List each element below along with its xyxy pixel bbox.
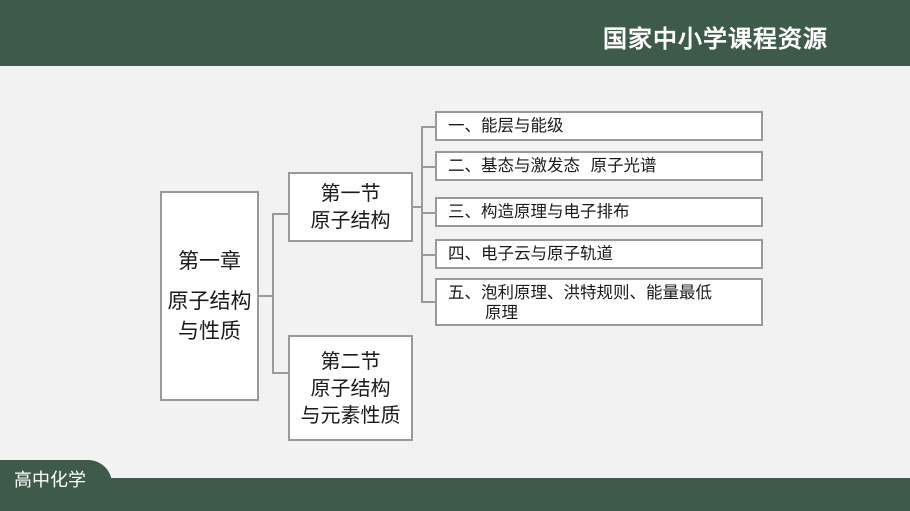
section-1-box: 第一节 原子结构 [288, 172, 413, 242]
topic-2-label: 二、基态与激发态 原子光谱 [448, 156, 657, 175]
topic-1-box: 一、能层与能级 [435, 111, 763, 141]
topic-4-label: 四、电子云与原子轨道 [448, 244, 613, 263]
connector-section1-stem [413, 206, 423, 208]
connector-section2-branch [272, 372, 288, 374]
subject-tab [0, 460, 112, 511]
connector-sections-vertical [272, 213, 274, 374]
chapter-box: 第一章 原子结构 与性质 [160, 191, 259, 401]
connector-root-stem [259, 295, 273, 297]
connector-topics-vertical [421, 126, 423, 303]
topic-5-box: 五、泡利原理、洪特规则、能量最低 原理 [435, 278, 763, 326]
connector-topic5-branch [421, 301, 435, 303]
section-1-number: 第一节 [320, 181, 381, 205]
brand-title: 国家中小学课程资源 [603, 25, 828, 53]
topic-3-box: 三、构造原理与电子排布 [435, 197, 763, 227]
chapter-number: 第一章 [178, 249, 241, 273]
connector-section1-branch [272, 213, 288, 215]
connector-topic4-branch [421, 254, 435, 256]
subject-label: 高中化学 [14, 470, 86, 491]
connector-topic1-branch [421, 126, 435, 128]
topic-5-label-line1: 五、泡利原理、洪特规则、能量最低 [448, 283, 712, 302]
topic-5-label-line2: 原理 [485, 303, 518, 322]
footer-bar [0, 478, 910, 511]
section-2-title-line2: 与元素性质 [300, 402, 401, 427]
topic-1-label: 一、能层与能级 [448, 116, 564, 135]
connector-topic2-branch [421, 166, 435, 168]
chapter-title-line2: 与性质 [178, 319, 241, 343]
topic-3-label: 三、构造原理与电子排布 [448, 202, 630, 221]
topic-4-box: 四、电子云与原子轨道 [435, 239, 763, 269]
section-2-box: 第二节 原子结构 与元素性质 [288, 335, 413, 441]
section-2-number: 第二节 [320, 348, 381, 373]
section-2-title-line1: 原子结构 [310, 375, 391, 400]
section-1-title: 原子结构 [310, 208, 391, 232]
header-bar [0, 0, 910, 66]
chapter-title-line1: 原子结构 [167, 289, 252, 313]
connector-topic3-branch [421, 212, 435, 214]
topic-2-box: 二、基态与激发态 原子光谱 [435, 151, 763, 181]
